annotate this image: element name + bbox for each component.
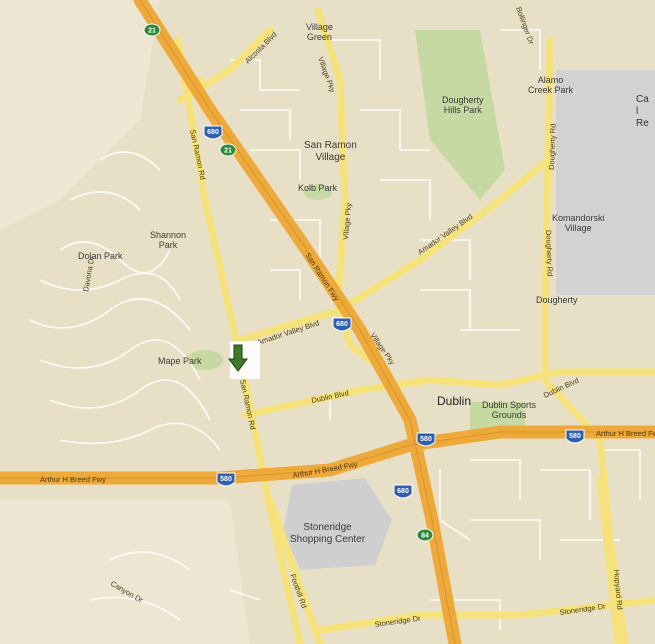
kolb-park-area [304,184,332,200]
i580-shield-label-c: 580 [569,433,581,440]
residential-streets [29,29,641,630]
i680-shield-label-b: 680 [336,321,348,328]
i680-shield-label-c: 680 [397,488,409,495]
road-label-village-pkwy-mid: Village Pky [341,202,353,240]
urban-block [556,70,655,295]
i580-shield-label-a: 580 [220,476,232,483]
dougherty-hills-park-area [415,30,505,200]
route21-shield-icon: 21 [143,23,161,37]
i680-shield-label-a: 680 [207,129,219,136]
route21-shield-label-b: 21 [224,148,232,155]
hills-area-south [0,500,250,644]
i580-shield-label-b: 580 [420,436,432,443]
i580-shield-icon: 580 [216,472,236,487]
i580-shield-icon: 580 [416,432,436,447]
road-label-dougherty-mid: Dougherty Rd [544,230,555,277]
i680-shield-icon: 680 [332,317,352,332]
road-label-hopyard: Hopyard Rd [612,569,624,610]
i580-shield-icon: 580 [565,429,585,444]
mape-park-area [187,350,223,370]
route21-shield-label-a: 21 [148,28,156,35]
dublin-sports-grounds-area [470,402,525,430]
road-label-arthur-w: Arthur H Breed Fwy [40,475,106,484]
route84-shield-icon: 84 [416,528,434,542]
i680-shield-icon: 680 [203,125,223,140]
arterial-roads [174,6,655,644]
stoneridge-mall-area [283,478,392,570]
route84-shield-label: 84 [421,533,429,540]
road-label-dougherty-top: Dougherty Rd [547,124,558,171]
road-label-arthur-e: Arthur H Breed Fwy [596,429,655,438]
green-arrow-down-icon[interactable] [228,344,248,372]
hills-area [0,0,160,230]
location-marker[interactable] [228,341,260,379]
route21-shield-icon: 21 [219,143,237,157]
i680-shield-icon: 680 [393,484,413,499]
